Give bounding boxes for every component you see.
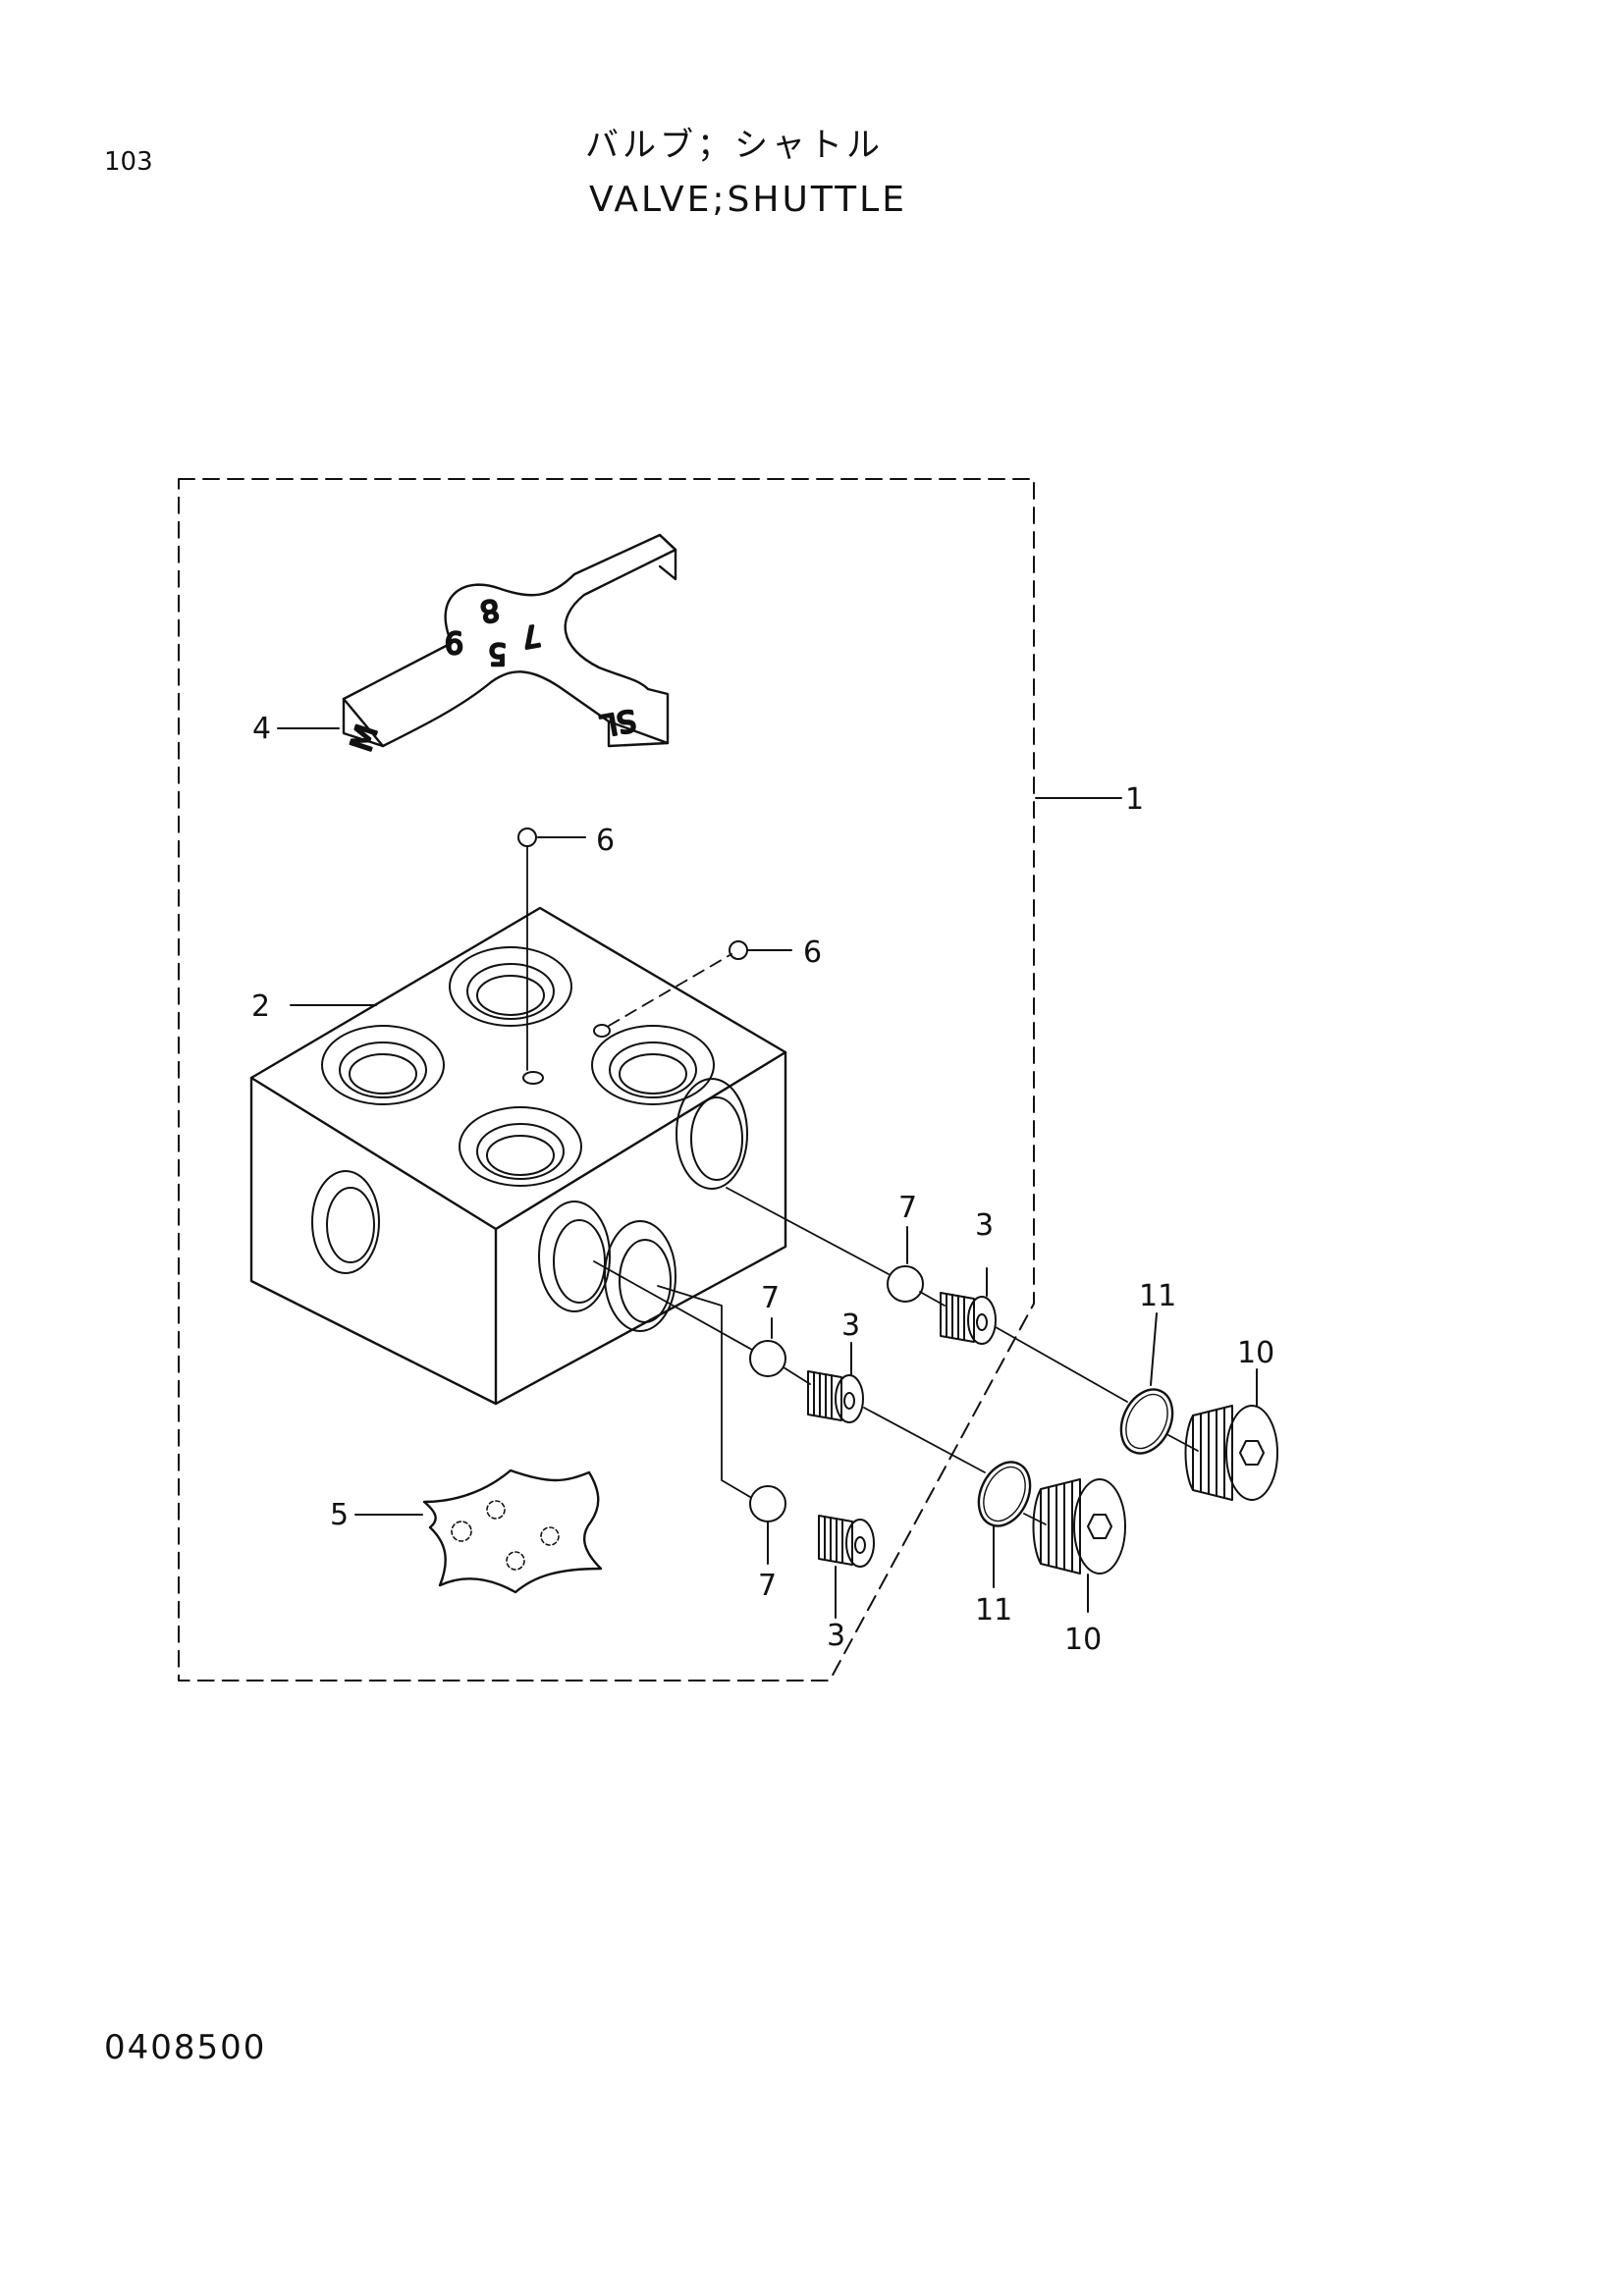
callout-6: 6 [596, 824, 615, 858]
part-6-balls [517, 828, 748, 960]
callout-4: 4 [252, 712, 271, 746]
title-japanese: バルブ；シャトル [585, 126, 884, 165]
callout-6: 6 [803, 935, 822, 970]
callout-3: 3 [975, 1208, 994, 1243]
plate-mark-sl: SL [598, 702, 639, 742]
plate-mark-7: 7 [518, 617, 543, 655]
part-5-plate [422, 1468, 603, 1594]
part-3-plugs [807, 1292, 997, 1568]
part-10-hex-plugs [1032, 1405, 1278, 1575]
callout-1: 1 [1125, 782, 1144, 817]
callout-2: 2 [251, 989, 270, 1024]
plate-mark-5: 5 [488, 636, 507, 670]
assembly-axis-lines [526, 845, 1199, 1525]
callout-3: 3 [827, 1619, 845, 1653]
callout-3: 3 [841, 1308, 860, 1343]
callout-10: 10 [1064, 1623, 1102, 1657]
callout-7: 7 [761, 1281, 780, 1315]
callouts: 1 2 3 3 3 4 5 6 6 7 7 7 10 10 11 11 [251, 712, 1274, 1657]
page-number: 103 [104, 147, 153, 177]
callout-7: 7 [898, 1191, 917, 1225]
plate-mark-8: 8 [477, 592, 502, 629]
callout-10: 10 [1237, 1336, 1274, 1370]
drawing-code: 0408500 [104, 2028, 267, 2067]
part-11-o-rings [977, 1388, 1174, 1527]
callout-11: 11 [1139, 1279, 1176, 1313]
assembly-boundary [178, 478, 1035, 1682]
callout-5: 5 [330, 1498, 349, 1532]
callout-11: 11 [975, 1593, 1012, 1628]
leader-lines [277, 727, 1258, 1619]
callout-7: 7 [758, 1569, 777, 1603]
plate-mark-m: M [345, 721, 385, 755]
title-english: VALVE;SHUTTLE [589, 180, 907, 220]
plate-mark-9: 9 [445, 624, 463, 659]
part-4-name-plate: M SL 9 8 7 5 [342, 533, 677, 757]
part-2-valve-block [249, 906, 787, 1406]
